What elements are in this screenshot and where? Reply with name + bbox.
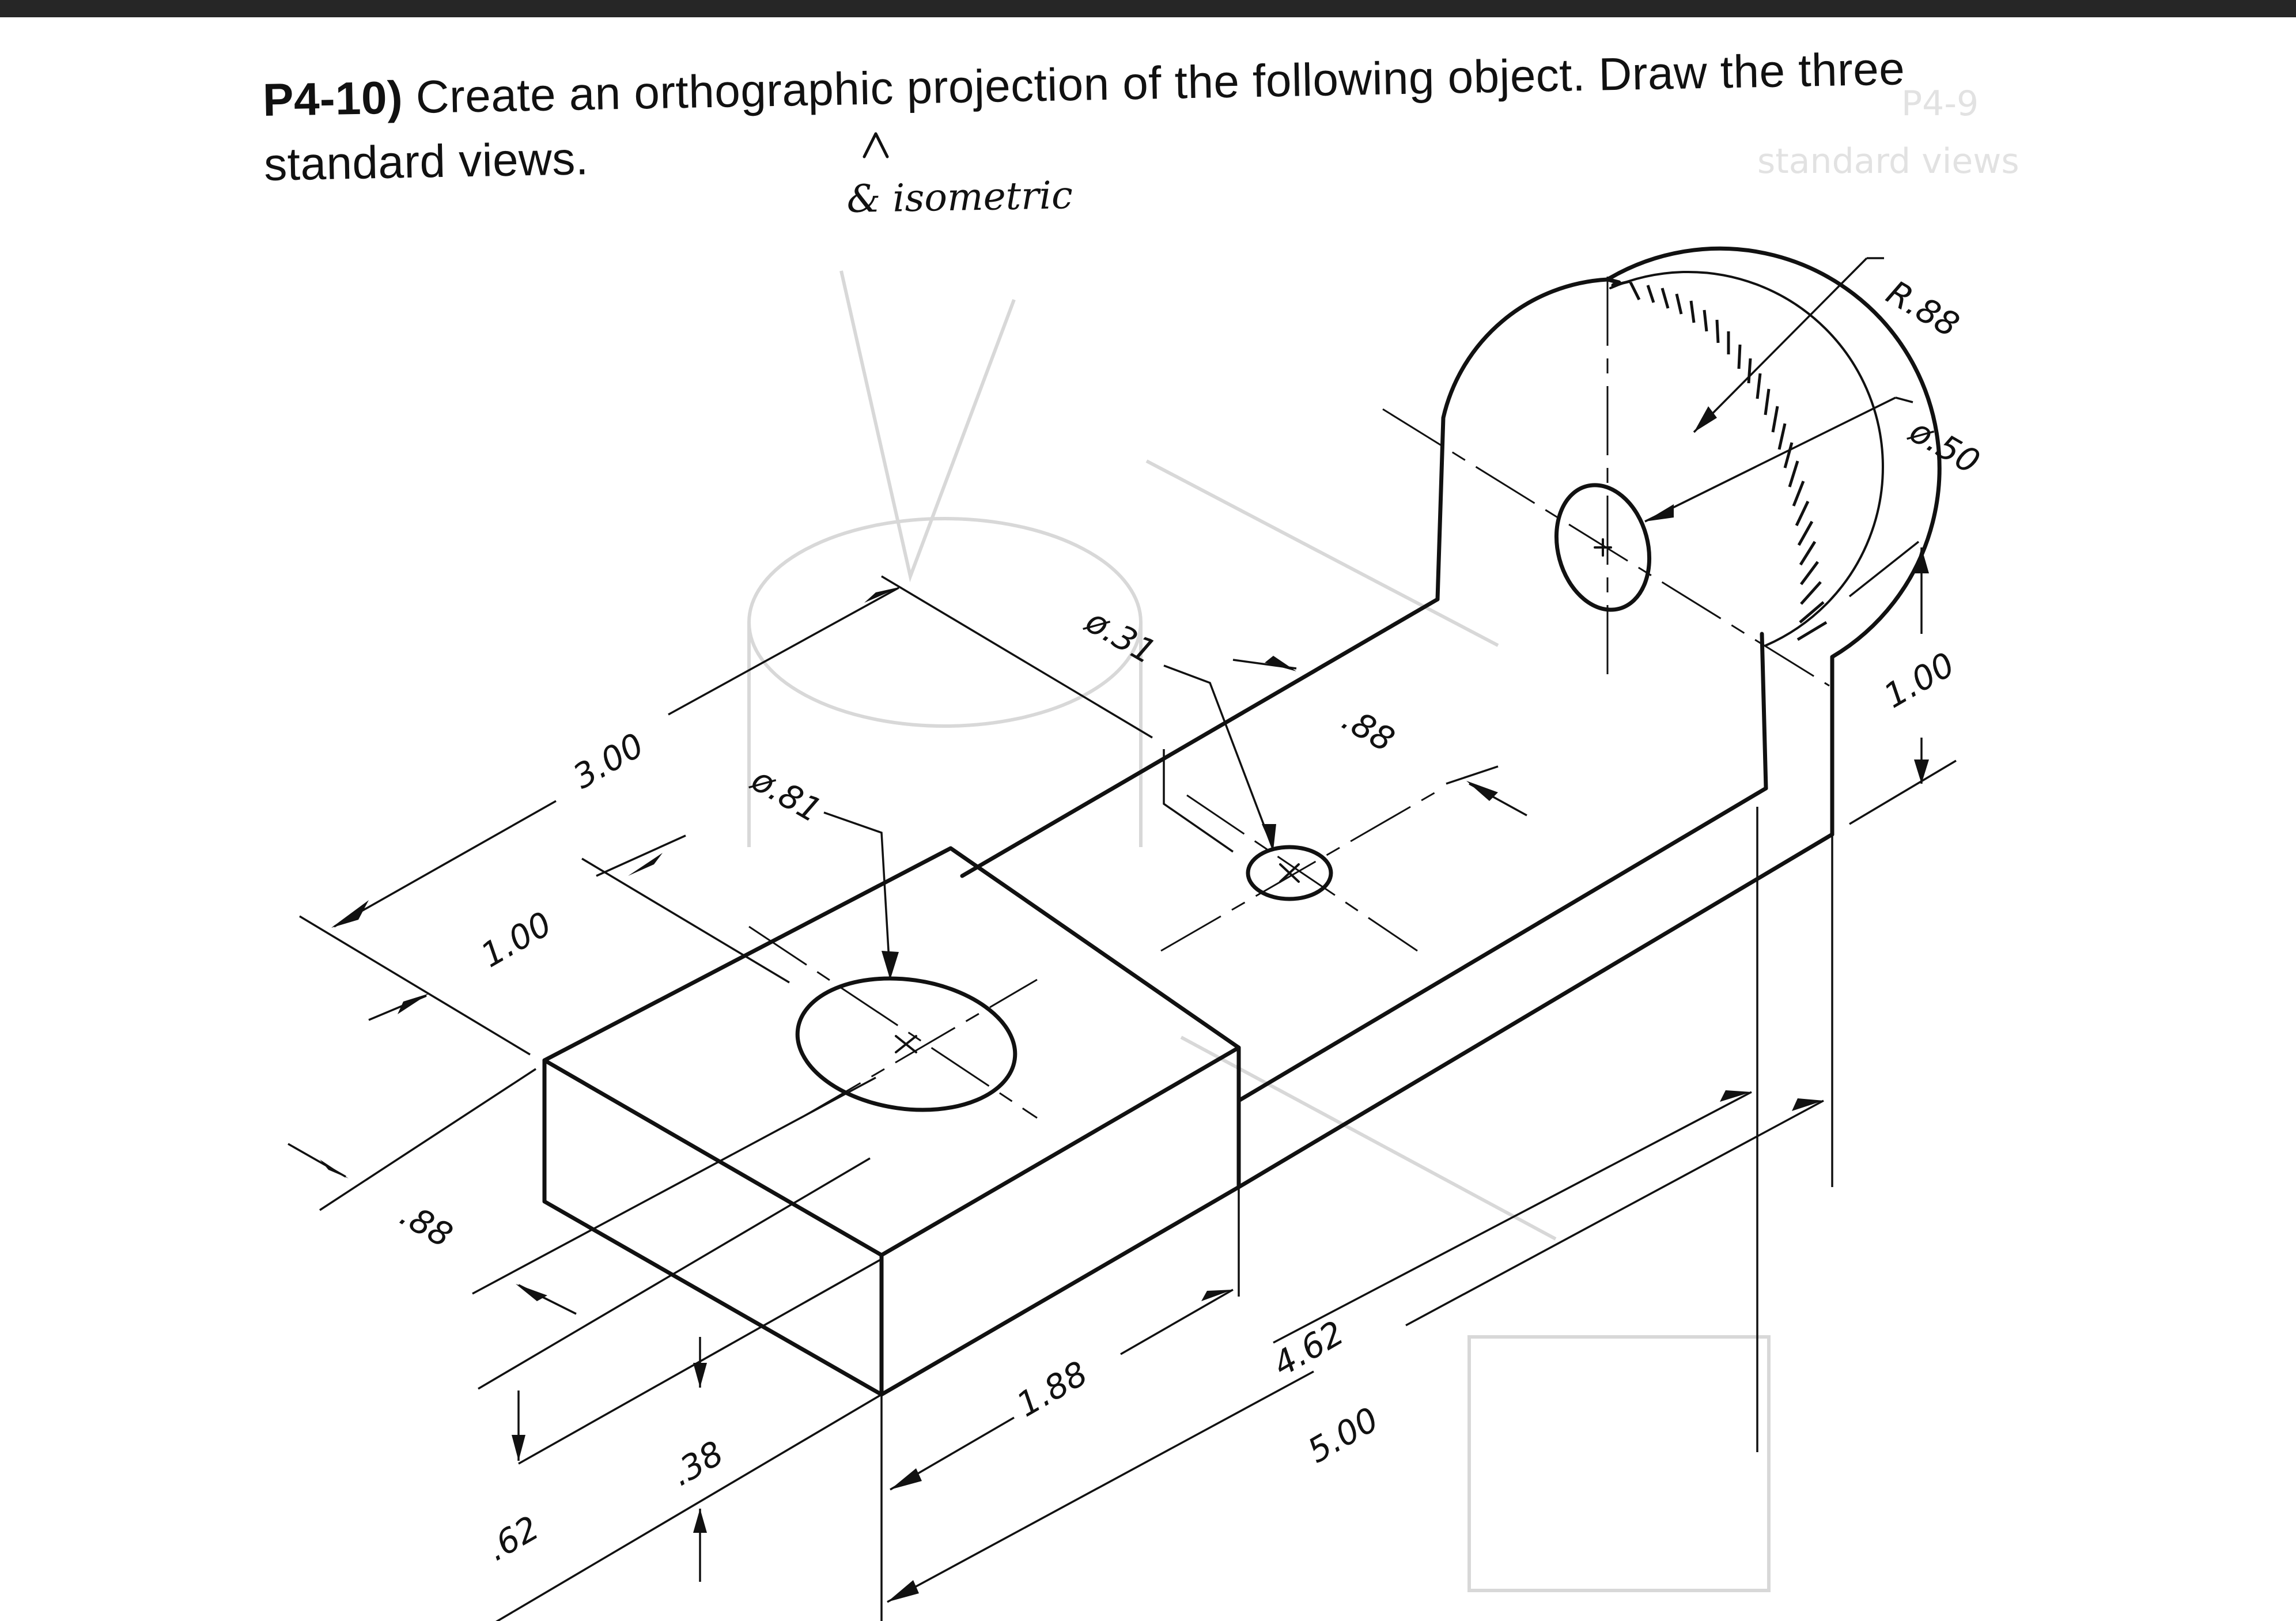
arrowheads (320, 406, 1929, 1602)
handwritten-note: & isometric (846, 132, 1073, 221)
upright-inner-arc (1609, 270, 1885, 647)
block-side-faces (542, 1045, 1241, 1397)
dim-88-slot: .88 (1336, 699, 1401, 760)
bleed-through-ghost: P4-9 standard views (747, 84, 2019, 1592)
upright-hole (1554, 483, 1652, 612)
dim-5-00: 5.00 (1301, 1400, 1385, 1471)
slot-hole (1246, 845, 1333, 901)
dim-dia-31: ø.31 (1079, 601, 1162, 672)
block-top-face (542, 846, 1241, 1257)
window-top-bar (0, 0, 2296, 17)
dim-dia-81: ø.81 (744, 760, 828, 830)
dim-dia-50: ø.50 (1902, 411, 1986, 482)
upright-front-face (1435, 277, 1768, 791)
dimension-labels: 3.00 1.00 ø.81 ø.31 .88 .88 .38 .62 1.88… (394, 273, 1987, 1569)
dim-1-00-left: 1.00 (474, 904, 558, 975)
dim-3-00: 3.00 (566, 726, 650, 796)
block-hole (795, 976, 1017, 1112)
dim-88-left: .88 (394, 1195, 459, 1255)
dim-1-88: 1.88 (1010, 1354, 1094, 1424)
center-lines (748, 277, 1830, 1119)
handwritten-isometric: & isometric (846, 173, 1073, 221)
upright-back (1605, 246, 1942, 837)
base-plate (960, 597, 1834, 1189)
ghost-label-1: P4-9 (1901, 84, 1979, 124)
dim-62: .62 (480, 1508, 546, 1569)
ghost-label-2: standard views (1757, 141, 2019, 182)
dim-38: .38 (664, 1433, 730, 1494)
dim-1-00-right: 1.00 (1877, 645, 1961, 716)
curved-surface-hatching (1613, 279, 1828, 641)
object-outline (542, 246, 1942, 1397)
worksheet-page (0, 17, 2296, 1621)
